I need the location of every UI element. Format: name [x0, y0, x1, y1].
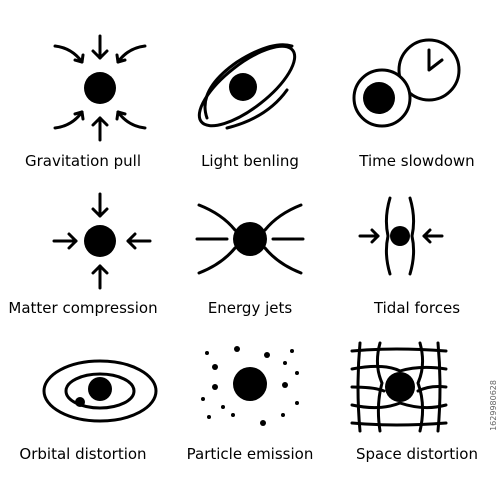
energy-jets-icon: [195, 203, 305, 275]
icon-label: Gravitation pull: [25, 152, 141, 170]
cell-light-bending: Light benling: [167, 0, 333, 170]
cell-particle-emission: Particle emission: [167, 295, 333, 463]
icon-label: Time slowdown: [359, 152, 475, 170]
icon-label: Particle emission: [186, 445, 314, 463]
orbital-distortion-icon: [42, 359, 158, 423]
icon-label: Tidal forces: [373, 299, 461, 317]
stock-id-watermark: 1629980628: [489, 380, 498, 431]
cell-orbital-distortion: Orbital distortion: [0, 295, 166, 463]
cell-gravitation-pull: Gravitation pull: [0, 0, 166, 170]
cell-energy-jets: Energy jets: [167, 150, 333, 317]
icon-label: Energy jets: [207, 299, 293, 317]
tidal-forces-icon: [358, 196, 444, 276]
icon-label: Light benling: [201, 152, 299, 170]
icon-label: Orbital distortion: [19, 445, 147, 463]
gravitation-pull-icon: [53, 34, 147, 142]
cell-time-slowdown: Time slowdown: [334, 0, 500, 170]
particle-emission-icon: [201, 346, 299, 426]
space-distortion-icon: [350, 341, 448, 433]
time-slowdown-icon: [352, 38, 461, 128]
icon-label: Matter compression: [8, 299, 158, 317]
light-bending-icon: [197, 43, 297, 130]
matter-compression-icon: [52, 192, 152, 290]
icon-label: Space distortion: [356, 445, 478, 463]
cell-matter-compression: Matter compression: [0, 150, 166, 317]
cell-tidal-forces: Tidal forces: [334, 150, 500, 317]
cell-space-distortion: Space distortion: [334, 295, 500, 463]
